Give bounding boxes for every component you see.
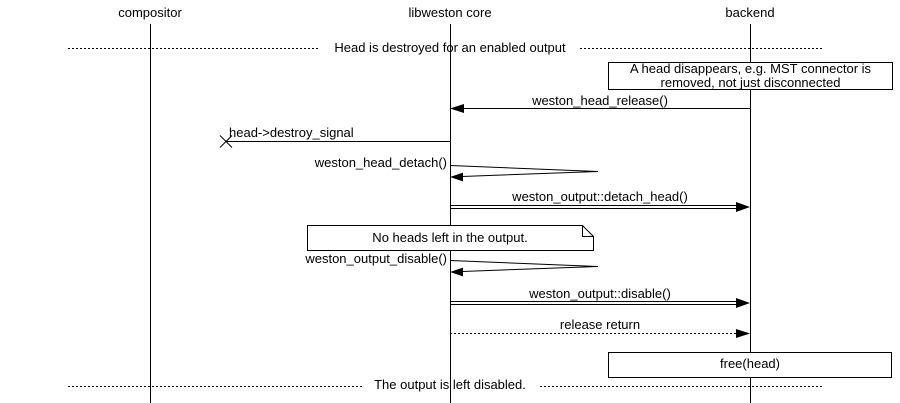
message-label-weston-head-release: weston_head_release() [532, 93, 668, 108]
entity-label-compositor: compositor [118, 5, 182, 20]
divider-label-bottom: The output is left disabled. [374, 377, 526, 392]
action-box-free-head [608, 352, 892, 378]
message-label-destroy-signal: head->destroy_signal [229, 125, 354, 140]
arrow-line-detach-head [450, 205, 737, 209]
arrowhead-right-output-disable [736, 298, 750, 308]
arrowhead-left-weston-head-detach [450, 172, 463, 182]
message-label-weston-head-detach: weston_head_detach() [314, 155, 447, 170]
note-box-head-disappears [608, 62, 893, 90]
note-box-no-heads [307, 225, 594, 251]
note-text-no-heads: No heads left in the output. [372, 230, 528, 245]
message-label-release-return: release return [559, 317, 641, 332]
entity-label-backend: backend [725, 5, 775, 20]
arrowhead-right-detach-head [736, 202, 750, 212]
divider-label-top: Head is destroyed for an enabled output [334, 40, 566, 55]
arrowhead-left-weston-head-release [450, 104, 464, 113]
note-text-head-disappears: A head disappears, e.g. MST connector is… [629, 61, 872, 90]
self-arrow-weston-output-disable [449, 260, 599, 272]
note-fold-icon [582, 225, 594, 237]
arrow-line-output-disable [450, 301, 737, 305]
arrowhead-left-weston-output-disable [450, 267, 463, 277]
action-box-label-free-head: free(head) [720, 356, 780, 371]
message-label-weston-output-disable: weston_output_disable() [305, 251, 447, 266]
self-arrow-weston-head-detach [449, 165, 599, 177]
message-label-detach-head: weston_output::detach_head() [512, 189, 688, 204]
entity-label-libweston-core: libweston core [408, 5, 492, 20]
lost-message-x-icon [219, 135, 233, 148]
message-label-output-disable: weston_output::disable() [529, 286, 671, 301]
arrowhead-right-release-return [736, 329, 750, 338]
